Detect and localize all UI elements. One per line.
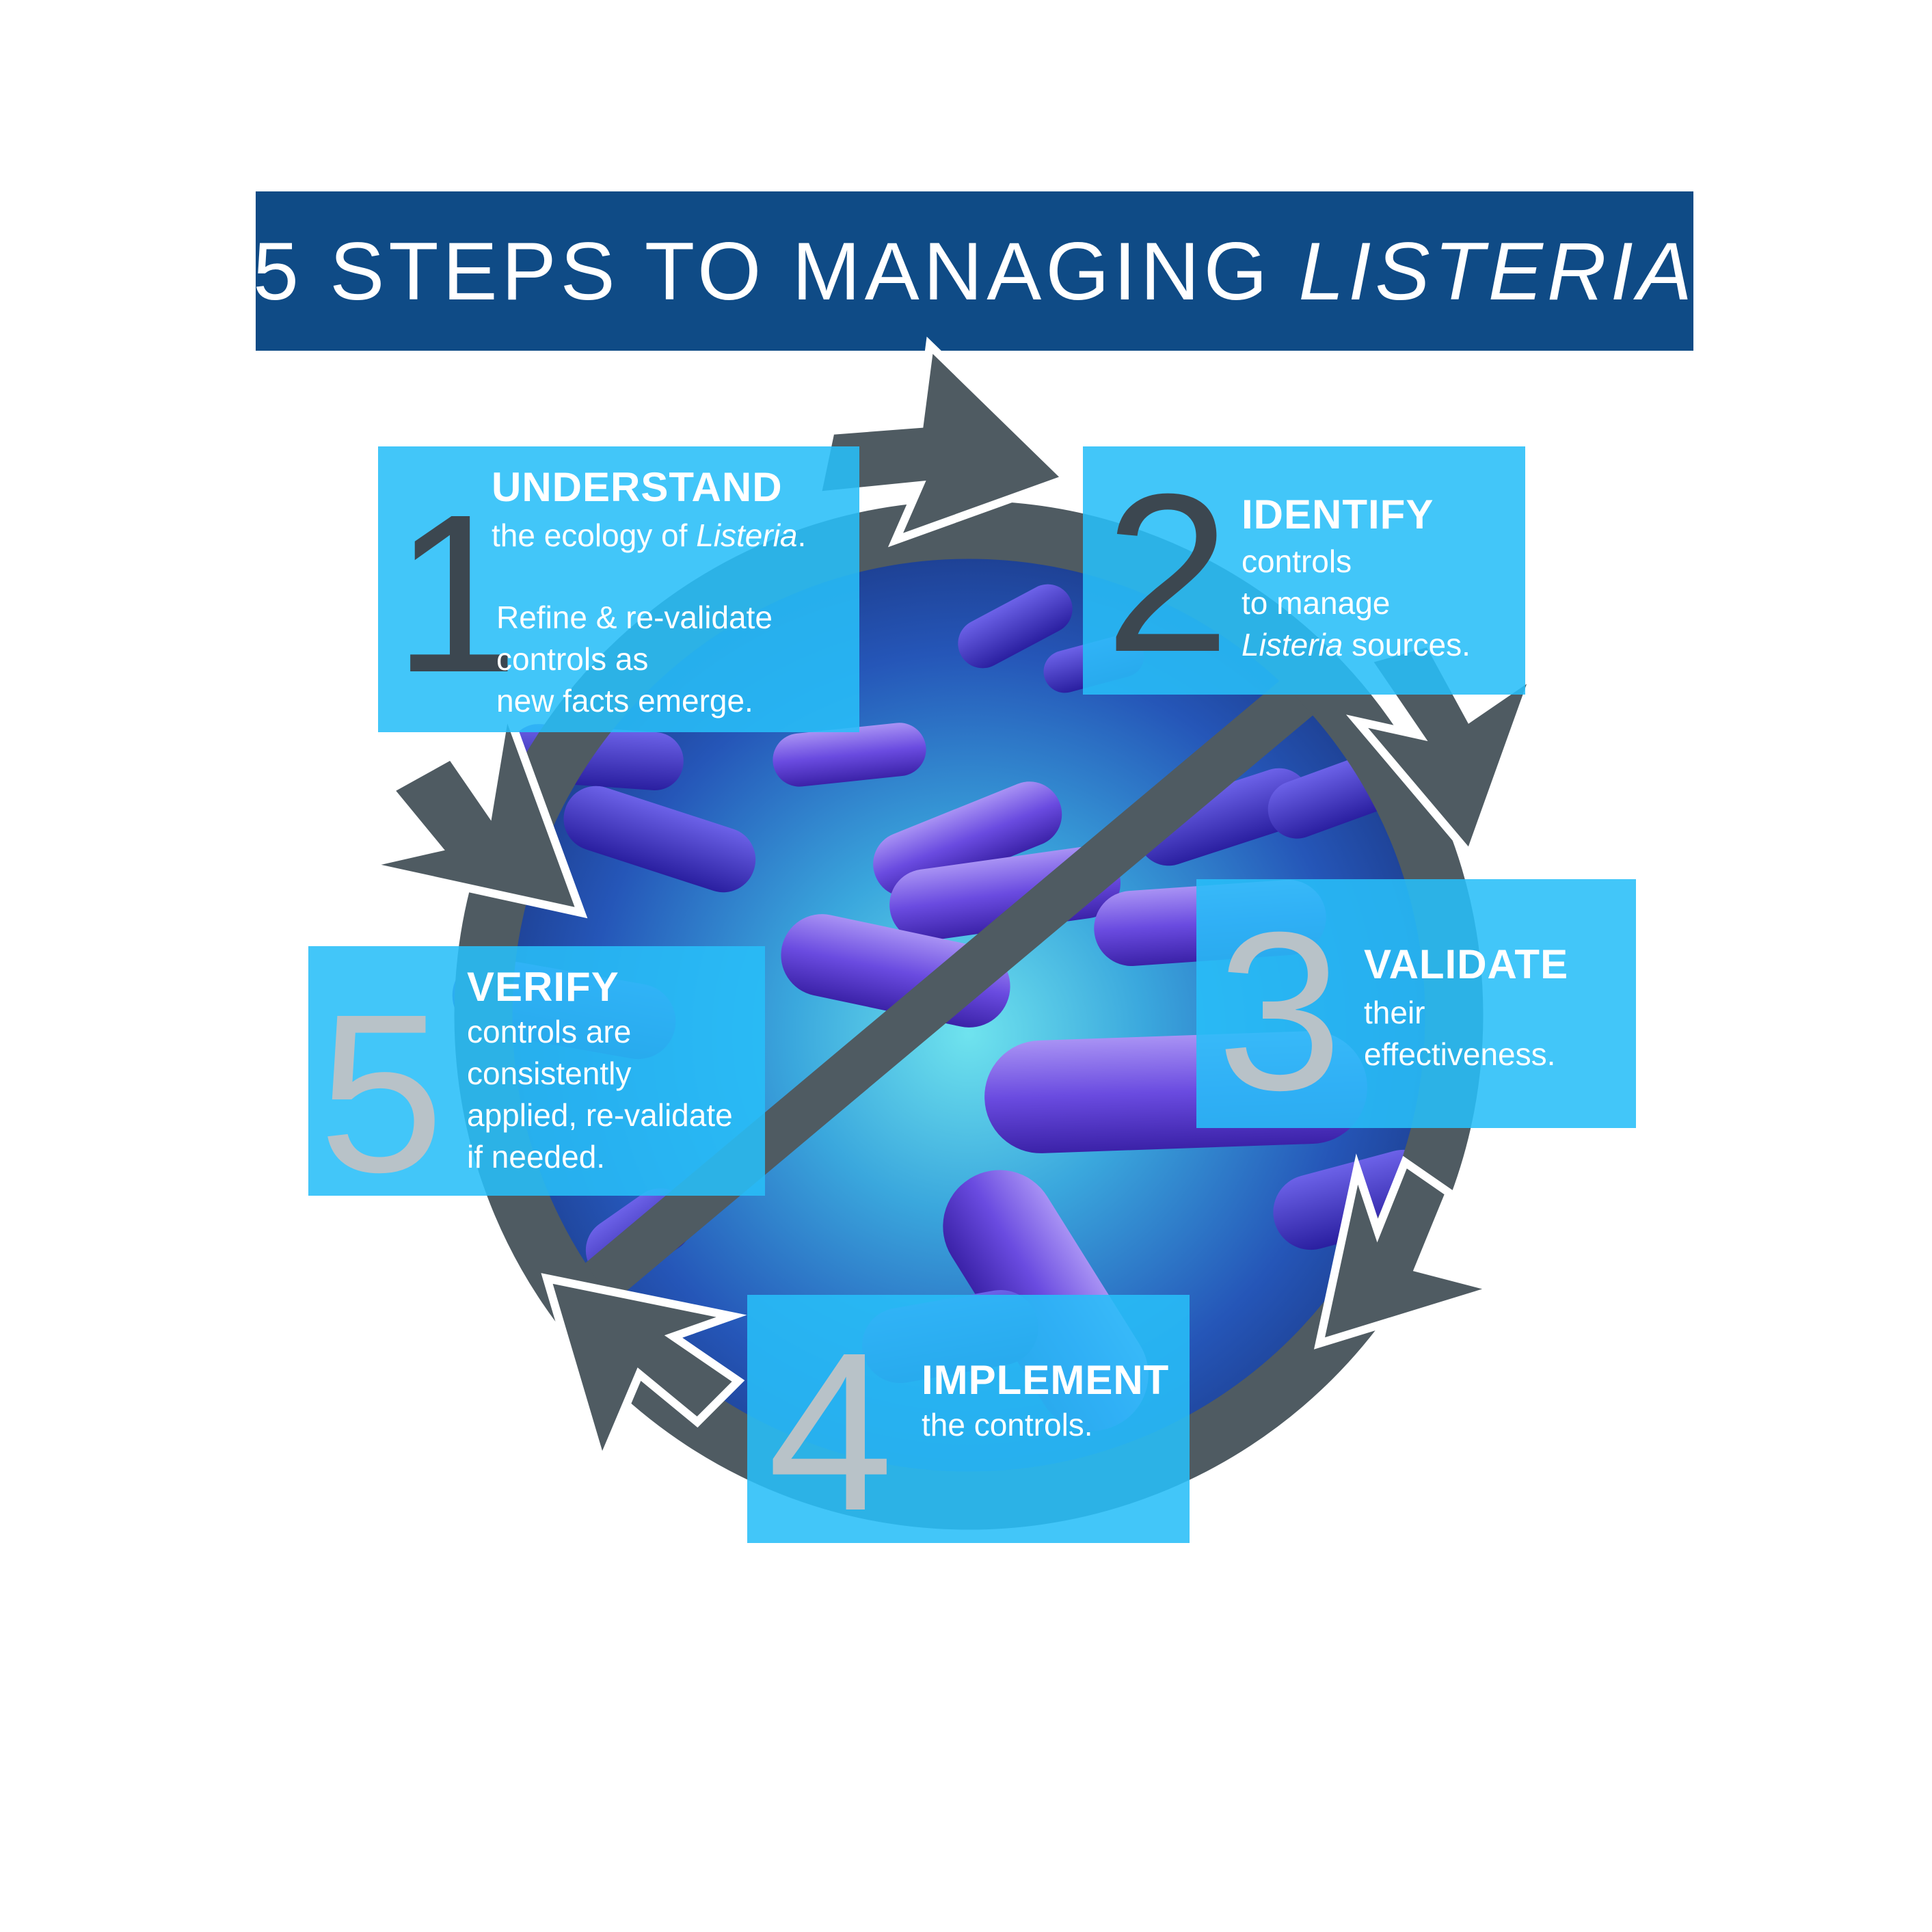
step-4-line: the controls.: [922, 1407, 1093, 1443]
step-5-number: 5: [319, 967, 444, 1196]
step-1-extra-line: new facts emerge.: [496, 683, 753, 719]
title-emphasis: LISTERIA: [1298, 225, 1696, 317]
step-1-title: UNDERSTAND: [492, 464, 783, 510]
step-3-box: 3 VALIDATE their effectiveness.: [1196, 879, 1636, 1128]
step-2-box: 2 IDENTIFY controls to manage Listeria s…: [1083, 446, 1525, 695]
step-3-description: their effectiveness.: [1364, 992, 1555, 1075]
step-1-extra: Refine & re-validate controls as new fac…: [496, 597, 773, 722]
bacterium: [563, 786, 756, 893]
page-title: 5 STEPS TO MANAGING LISTERIA: [253, 224, 1696, 319]
step-1-text-b: .: [797, 518, 807, 553]
step-4-number: 4: [768, 1305, 894, 1544]
step-2-title: IDENTIFY: [1242, 492, 1434, 537]
step-5-box: 5 VERIFY controls are consistently appli…: [308, 946, 765, 1196]
step-2-line: controls: [1242, 544, 1352, 579]
step-1-description: the ecology of Listeria.: [492, 515, 806, 556]
step-3-line: their: [1364, 995, 1425, 1030]
step-2-text-b: sources.: [1343, 627, 1471, 662]
step-5-line: consistently: [467, 1056, 632, 1091]
bacterium: [1138, 768, 1310, 866]
bacterium: [958, 584, 1073, 669]
arrow-head-left: [361, 691, 588, 919]
step-1-extra-line: controls as: [496, 641, 649, 677]
step-2-line: Listeria sources.: [1242, 624, 1471, 666]
step-4-description: the controls.: [922, 1404, 1093, 1446]
step-3-number: 3: [1217, 885, 1343, 1128]
title-main: 5 STEPS TO MANAGING: [253, 225, 1299, 317]
step-1-extra-line: Refine & re-validate: [496, 600, 773, 635]
step-5-title: VERIFY: [467, 964, 619, 1010]
step-1-text-a: the ecology of: [492, 518, 697, 553]
step-4-title: IMPLEMENT: [922, 1357, 1170, 1403]
step-3-line: effectiveness.: [1364, 1036, 1556, 1072]
step-5-line: if needed.: [467, 1139, 606, 1175]
step-5-description: controls are consistently applied, re-va…: [467, 1011, 733, 1178]
arrow-head-bottom-right: [1313, 1153, 1512, 1350]
title-banner: 5 STEPS TO MANAGING LISTERIA: [253, 191, 1696, 351]
bacterium: [773, 723, 926, 787]
arrow-head-bottom-left: [541, 1273, 747, 1475]
step-2-number: 2: [1105, 446, 1231, 695]
step-2-line: to manage: [1242, 585, 1391, 621]
step-1-number: 1: [393, 467, 519, 719]
bacterium: [873, 781, 1062, 897]
step-4-box: 4 IMPLEMENT the controls.: [747, 1295, 1190, 1543]
step-2-text-em: Listeria: [1242, 627, 1343, 662]
arrow-head-right: [1345, 637, 1543, 863]
step-2-description: controls to manage Listeria sources.: [1242, 541, 1471, 666]
step-5-line: controls are: [467, 1014, 632, 1049]
step-1-text-em: Listeria: [696, 518, 798, 553]
step-1-box: 1 UNDERSTAND the ecology of Listeria. Re…: [378, 446, 859, 732]
step-5-line: applied, re-validate: [467, 1097, 733, 1133]
step-3-title: VALIDATE: [1364, 941, 1569, 987]
arrow-head-top: [811, 336, 1075, 548]
